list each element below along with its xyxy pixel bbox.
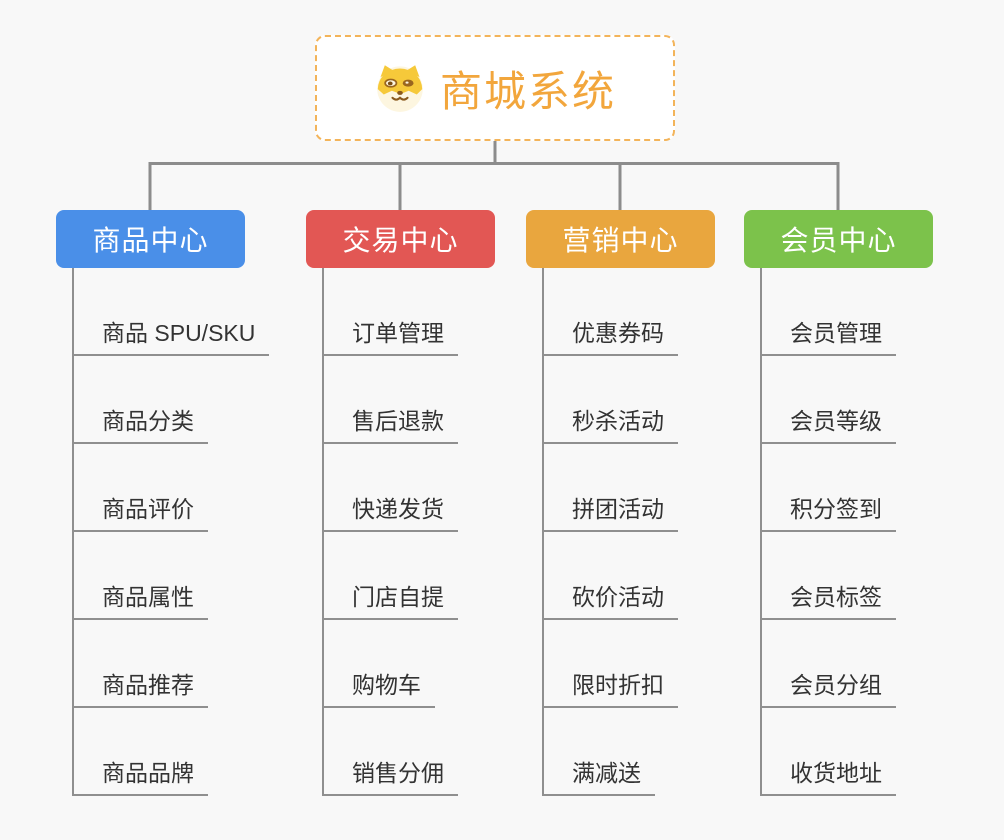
leaf-node[interactable]: 订单管理 xyxy=(324,268,458,356)
leaf-node[interactable]: 商品分类 xyxy=(74,356,208,444)
leaf-node[interactable]: 商品推荐 xyxy=(74,620,208,708)
leaf-node[interactable]: 商品属性 xyxy=(74,532,208,620)
branch-marketing-leaves: 优惠券码 秒杀活动 拼团活动 砍价活动 限时折扣 满减送 xyxy=(542,268,678,796)
leaf-node[interactable]: 满减送 xyxy=(544,708,655,796)
leaf-node[interactable]: 售后退款 xyxy=(324,356,458,444)
branch-trade-leaves: 订单管理 售后退款 快递发货 门店自提 购物车 销售分佣 xyxy=(322,268,458,796)
branch-members-leaves: 会员管理 会员等级 积分签到 会员标签 会员分组 收货地址 xyxy=(760,268,896,796)
branch-products-leaves: 商品 SPU/SKU 商品分类 商品评价 商品属性 商品推荐 商品品牌 xyxy=(72,268,270,796)
doge-icon xyxy=(377,65,423,112)
branch-products: 商品中心 商品 SPU/SKU 商品分类 商品评价 商品属性 商品推荐 商品品牌 xyxy=(56,210,270,796)
leaf-node[interactable]: 秒杀活动 xyxy=(544,356,678,444)
leaf-node[interactable]: 快递发货 xyxy=(324,444,458,532)
leaf-node[interactable]: 门店自提 xyxy=(324,532,458,620)
branch-marketing: 营销中心 优惠券码 秒杀活动 拼团活动 砍价活动 限时折扣 满减送 xyxy=(526,210,715,796)
leaf-node[interactable]: 会员管理 xyxy=(762,268,896,356)
leaf-node[interactable]: 商品评价 xyxy=(74,444,208,532)
leaf-node[interactable]: 商品品牌 xyxy=(74,708,208,796)
branch-node-products[interactable]: 商品中心 xyxy=(56,210,245,268)
leaf-node[interactable]: 会员分组 xyxy=(762,620,896,708)
leaf-node[interactable]: 砍价活动 xyxy=(544,532,678,620)
leaf-node[interactable]: 优惠券码 xyxy=(544,268,678,356)
leaf-node[interactable]: 拼团活动 xyxy=(544,444,678,532)
leaf-node[interactable]: 会员等级 xyxy=(762,356,896,444)
branch-trade: 交易中心 订单管理 售后退款 快递发货 门店自提 购物车 销售分佣 xyxy=(306,210,495,796)
leaf-node[interactable]: 销售分佣 xyxy=(324,708,458,796)
leaf-node[interactable]: 限时折扣 xyxy=(544,620,678,708)
branch-node-members[interactable]: 会员中心 xyxy=(744,210,933,268)
root-title: 商城系统 xyxy=(439,67,616,115)
branch-node-marketing[interactable]: 营销中心 xyxy=(526,210,715,268)
leaf-node[interactable]: 会员标签 xyxy=(762,532,896,620)
leaf-node[interactable]: 购物车 xyxy=(324,620,435,708)
leaf-node[interactable]: 收货地址 xyxy=(762,708,896,796)
branch-members: 会员中心 会员管理 会员等级 积分签到 会员标签 会员分组 收货地址 xyxy=(744,210,933,796)
leaf-node[interactable]: 积分签到 xyxy=(762,444,896,532)
leaf-node[interactable]: 商品 SPU/SKU xyxy=(74,268,270,356)
branch-node-trade[interactable]: 交易中心 xyxy=(306,210,495,268)
root-node[interactable]: 商城系统 xyxy=(315,35,675,141)
